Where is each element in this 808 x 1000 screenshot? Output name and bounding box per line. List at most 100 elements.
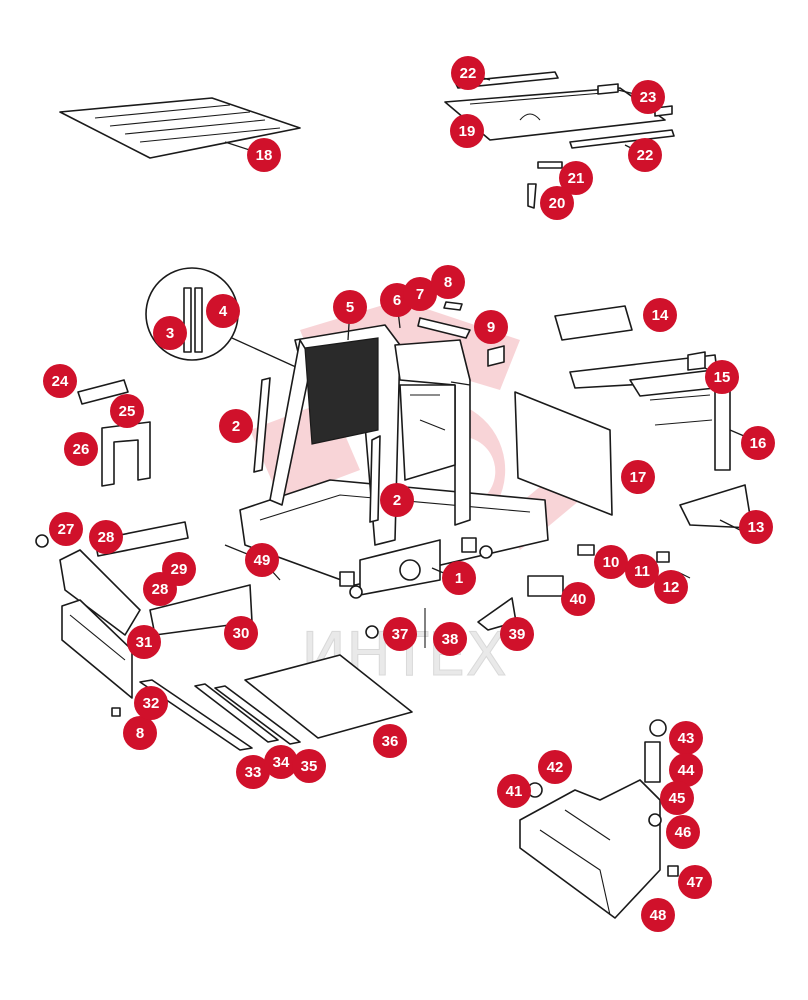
roof-assembly: [444, 71, 675, 209]
callout-number: 20: [549, 195, 566, 212]
callout-badge: [628, 138, 662, 172]
callout-badge: [134, 686, 168, 720]
callout-18: 18: [247, 138, 281, 172]
callout-number: 35: [301, 758, 318, 775]
callout-number: 22: [637, 147, 654, 164]
rear-panel: [514, 391, 613, 516]
callout-number: 41: [506, 783, 523, 800]
callout-badge: [245, 543, 279, 577]
callout-badge: [219, 409, 253, 443]
callout-badge: [561, 582, 595, 616]
callout-badge: [451, 56, 485, 90]
callout-16: 16: [741, 426, 775, 460]
callout-badge: [333, 290, 367, 324]
callout-number: 42: [547, 759, 564, 776]
callout-badge: [264, 745, 298, 779]
callout-38: 38: [433, 622, 467, 656]
callout-number: 44: [678, 762, 695, 779]
callout-47: 47: [678, 865, 712, 899]
callout-number: 46: [675, 824, 692, 841]
callout-number: 49: [254, 552, 271, 569]
callout-badge: [153, 316, 187, 350]
callout-number: 48: [650, 907, 667, 924]
callout-49: 49: [245, 543, 279, 577]
callout-number: 29: [171, 561, 188, 578]
callout-number: 21: [568, 170, 585, 187]
callout-14: 14: [643, 298, 677, 332]
callout-badge: [497, 774, 531, 808]
callout-badge: [380, 483, 414, 517]
callout-44: 44: [669, 753, 703, 787]
callout-number: 3: [166, 325, 174, 342]
callout-10: 10: [594, 545, 628, 579]
callout-number: 8: [444, 274, 452, 291]
callout-35: 35: [292, 749, 326, 783]
callout-number: 37: [392, 626, 409, 643]
callout-24: 24: [43, 364, 77, 398]
callout-29: 29: [162, 552, 196, 586]
callout-number: 32: [143, 695, 160, 712]
callout-number: 14: [652, 307, 669, 324]
callout-number: 27: [58, 521, 75, 538]
callout-41: 41: [497, 774, 531, 808]
callout-13: 13: [739, 510, 773, 544]
fuel-tank: [519, 719, 679, 919]
callout-badge: [741, 426, 775, 460]
callout-badge: [403, 277, 437, 311]
callout-badge: [678, 865, 712, 899]
callout-badge: [127, 625, 161, 659]
small-hardware: [577, 544, 691, 579]
callout-28: 28: [89, 520, 123, 554]
callout-7: 7: [403, 277, 437, 311]
callout-number: 16: [750, 435, 767, 452]
callout-22: 22: [451, 56, 485, 90]
callout-number: 9: [487, 319, 495, 336]
callout-badge: [110, 394, 144, 428]
callout-number: 23: [640, 89, 657, 106]
callout-number: 6: [393, 292, 401, 309]
side-pillars: [253, 377, 381, 523]
callout-number: 33: [245, 764, 262, 781]
callout-32: 32: [134, 686, 168, 720]
callout-badge: [625, 554, 659, 588]
callout-5: 5: [333, 290, 367, 324]
callout-26: 26: [64, 432, 98, 466]
callout-badge: [450, 114, 484, 148]
callout-badge: [431, 265, 465, 299]
callout-22: 22: [628, 138, 662, 172]
callout-number: 45: [669, 790, 686, 807]
callout-number: 25: [119, 403, 136, 420]
callout-badge: [383, 617, 417, 651]
callout-46: 46: [666, 815, 700, 849]
callout-number: 7: [416, 286, 424, 303]
callout-badge: [643, 298, 677, 332]
callout-badge: [49, 512, 83, 546]
callout-11: 11: [625, 554, 659, 588]
callout-4: 4: [206, 294, 240, 328]
callout-37: 37: [383, 617, 417, 651]
callout-number: 34: [273, 754, 290, 771]
callout-48: 48: [641, 898, 675, 932]
callout-31: 31: [127, 625, 161, 659]
callout-badge: [500, 617, 534, 651]
callout-badge: [123, 716, 157, 750]
callout-badge: [373, 724, 407, 758]
callout-badge: [739, 510, 773, 544]
callout-badge: [292, 749, 326, 783]
callout-badge: [654, 570, 688, 604]
callout-number: 19: [459, 123, 476, 140]
callout-badge: [442, 561, 476, 595]
callout-19: 19: [450, 114, 484, 148]
callout-number: 1: [455, 570, 463, 587]
callout-badge: [540, 186, 574, 220]
callout-23: 23: [631, 80, 665, 114]
callout-number: 24: [52, 373, 69, 390]
callout-badge: [43, 364, 77, 398]
callout-badge: [669, 721, 703, 755]
cab-frame: [239, 324, 549, 599]
callout-20: 20: [540, 186, 574, 220]
callout-badge: [631, 80, 665, 114]
